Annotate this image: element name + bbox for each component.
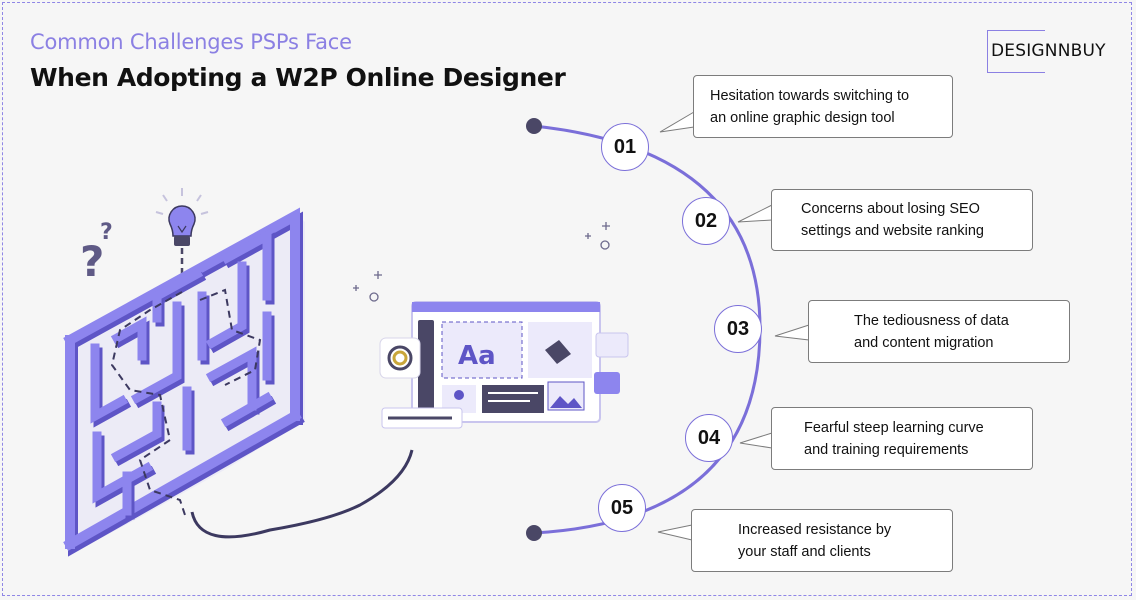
- step-number-3: 03: [714, 305, 762, 353]
- page-title: When Adopting a W2P Online Designer: [30, 63, 566, 92]
- sparkle-icon: [353, 222, 610, 302]
- box-pointers: [657, 111, 810, 541]
- challenge-3-line2: and content migration: [854, 334, 994, 351]
- challenge-box-3: The tediousness of data and content migra…: [808, 300, 1070, 363]
- svg-text:?: ?: [100, 220, 113, 245]
- step-number-1: 01: [601, 123, 649, 171]
- challenge-box-5: Increased resistance by your staff and cl…: [691, 509, 953, 572]
- challenge-2-line2: settings and website ranking: [801, 223, 984, 239]
- svg-text:Aa: Aa: [458, 341, 496, 371]
- challenge-2-line1: Concerns about losing SEO: [801, 201, 980, 217]
- question-mark-icon: ? ?: [80, 220, 113, 286]
- timeline-end-dot: [526, 525, 542, 541]
- challenge-5-line2: your staff and clients: [738, 543, 871, 560]
- challenge-1-line2: an online graphic design tool: [710, 109, 895, 126]
- challenge-3-line1: The tediousness of data: [854, 312, 1009, 329]
- challenge-5-line1: Increased resistance by: [738, 521, 892, 538]
- challenge-box-1: Hesitation towards switching to an online…: [693, 75, 953, 138]
- challenge-box-2: Concerns about losing SEO settings and we…: [771, 189, 1033, 251]
- step-number-4: 04: [685, 414, 733, 462]
- maze-icon: [63, 207, 305, 557]
- timeline-start-dot: [526, 118, 542, 134]
- svg-text:?: ?: [80, 237, 104, 286]
- challenge-4-line1: Fearful steep learning curve: [804, 419, 984, 436]
- lightbulb-icon: [155, 188, 209, 290]
- challenge-box-4: Fearful steep learning curve and training…: [771, 407, 1033, 470]
- page-subtitle: Common Challenges PSPs Face: [30, 30, 352, 54]
- step-number-2: 02: [682, 197, 730, 245]
- challenge-1-line1: Hesitation towards switching to: [710, 87, 910, 104]
- logo-text: DESIGNNBUY: [991, 41, 1106, 61]
- design-editor-icon: Aa: [379, 301, 629, 429]
- challenge-4-line2: and training requirements: [804, 441, 969, 458]
- logo-frame: [987, 30, 1045, 73]
- step-number-5: 05: [598, 484, 646, 532]
- connector-line: [190, 449, 414, 539]
